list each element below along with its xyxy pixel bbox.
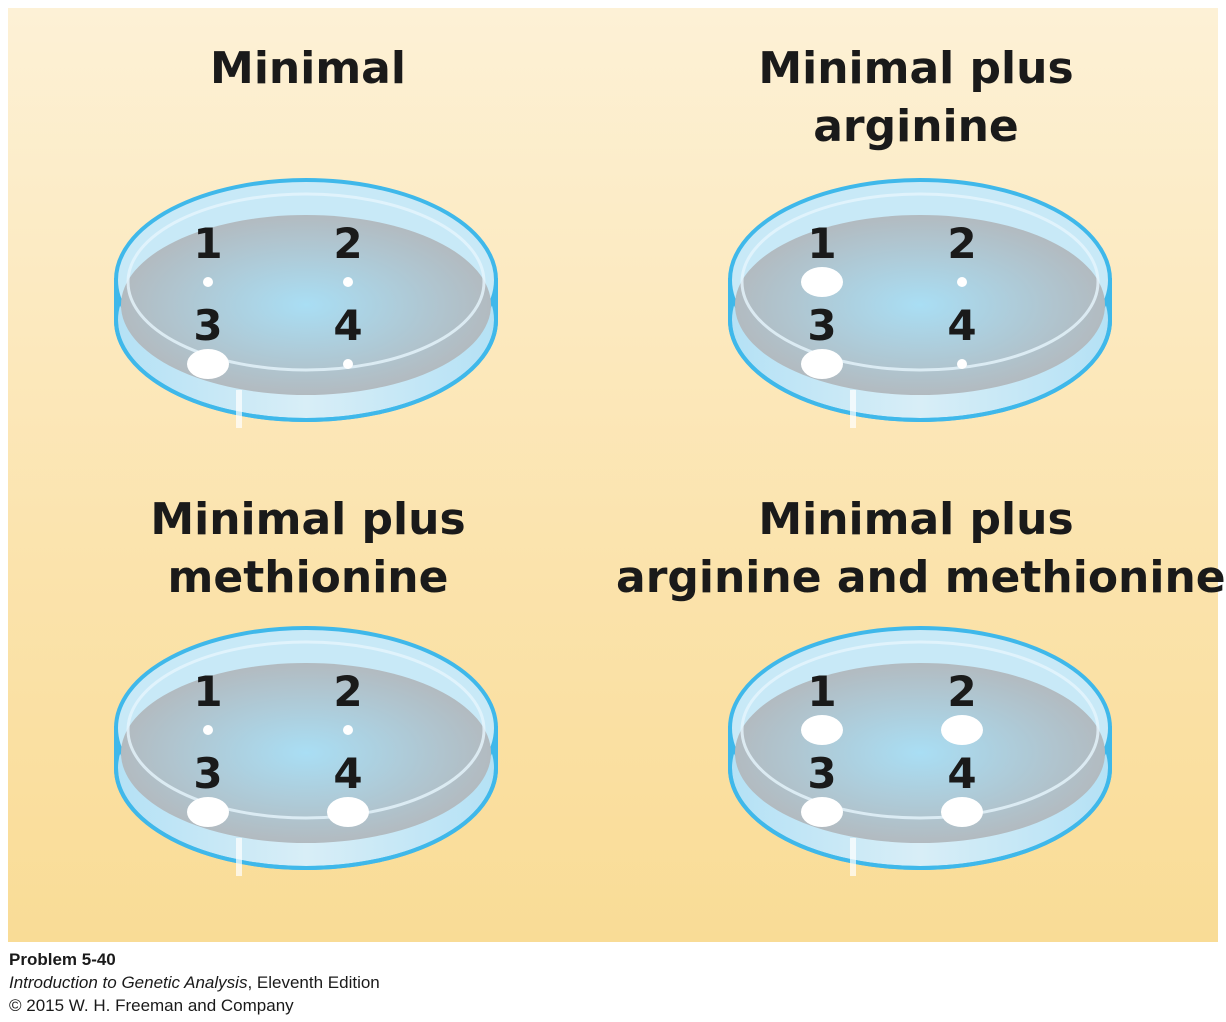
plate-title-line: Minimal (210, 43, 406, 94)
plate-title-line: arginine (813, 101, 1019, 152)
caption-problem: Problem 5-40 (9, 950, 116, 969)
spot-label-3: 3 (193, 301, 223, 350)
agar-surface (735, 215, 1105, 395)
dish-highlight (236, 390, 242, 428)
no-growth-dot (957, 277, 967, 287)
dish-highlight (850, 838, 856, 876)
petri-dish-drawing (114, 626, 498, 876)
spot-label-3: 3 (807, 301, 837, 350)
colony-growth (801, 349, 843, 379)
spot-label-4: 4 (947, 749, 977, 798)
dish-highlight (850, 390, 856, 428)
plate-title-methionine: Minimal plus methionine (108, 491, 508, 607)
colony-growth (327, 797, 369, 827)
petri-dish-methionine: 1 2 3 4 (106, 618, 506, 898)
spot-label-1: 1 (807, 667, 837, 716)
dish-highlight (236, 838, 242, 876)
plate-title-line: arginine and methionine (616, 552, 1226, 603)
agar-surface (121, 215, 491, 395)
no-growth-dot (343, 725, 353, 735)
no-growth-dot (957, 359, 967, 369)
spot-label-4: 4 (333, 301, 363, 350)
plate-title-line: Minimal plus (758, 43, 1074, 94)
spot-label-1: 1 (193, 667, 223, 716)
colony-growth (941, 797, 983, 827)
petri-dish-drawing (728, 178, 1112, 428)
petri-dish-minimal: 1 2 3 4 (106, 170, 506, 450)
figure-caption: Problem 5-40 Introduction to Genetic Ana… (9, 948, 380, 1017)
petri-dish-arginine: 1 2 3 4 (720, 170, 1120, 450)
spot-label-4: 4 (947, 301, 977, 350)
petri-dish-drawing (728, 626, 1112, 876)
plate-title-line: Minimal plus (758, 494, 1074, 545)
plate-title-arginine-methionine: Minimal plus arginine and methionine (616, 491, 1226, 607)
caption-source: Introduction to Genetic Analysis, Eleven… (9, 971, 380, 994)
colony-growth (801, 715, 843, 745)
colony-growth (187, 349, 229, 379)
colony-growth (801, 267, 843, 297)
petri-dish-arginine-methionine: 1 2 3 4 (720, 618, 1120, 898)
no-growth-dot (203, 725, 213, 735)
caption-copyright: © 2015 W. H. Freeman and Company (9, 996, 294, 1015)
plate-title-minimal: Minimal (158, 40, 458, 98)
dish-inner-rim (126, 640, 486, 820)
plate-title-line: Minimal plus (150, 494, 466, 545)
colony-growth (187, 797, 229, 827)
plate-title-line: methionine (167, 552, 449, 603)
agar-surface (121, 663, 491, 843)
colony-growth (801, 797, 843, 827)
petri-dish-drawing (114, 178, 498, 428)
spot-label-2: 2 (947, 219, 977, 268)
spot-label-2: 2 (333, 667, 363, 716)
spot-label-3: 3 (193, 749, 223, 798)
spot-label-4: 4 (333, 749, 363, 798)
dish-inner-rim (126, 192, 486, 372)
colony-growth (941, 715, 983, 745)
spot-label-3: 3 (807, 749, 837, 798)
spot-label-2: 2 (333, 219, 363, 268)
spot-label-1: 1 (807, 219, 837, 268)
no-growth-dot (203, 277, 213, 287)
plate-title-arginine: Minimal plus arginine (716, 40, 1116, 156)
caption-book-title: Introduction to Genetic Analysis (9, 973, 248, 992)
agar-surface (735, 663, 1105, 843)
dish-inner-rim (740, 192, 1100, 372)
spot-label-1: 1 (193, 219, 223, 268)
dish-inner-rim (740, 640, 1100, 820)
spot-label-2: 2 (947, 667, 977, 716)
no-growth-dot (343, 359, 353, 369)
caption-edition: , Eleventh Edition (247, 973, 380, 992)
no-growth-dot (343, 277, 353, 287)
